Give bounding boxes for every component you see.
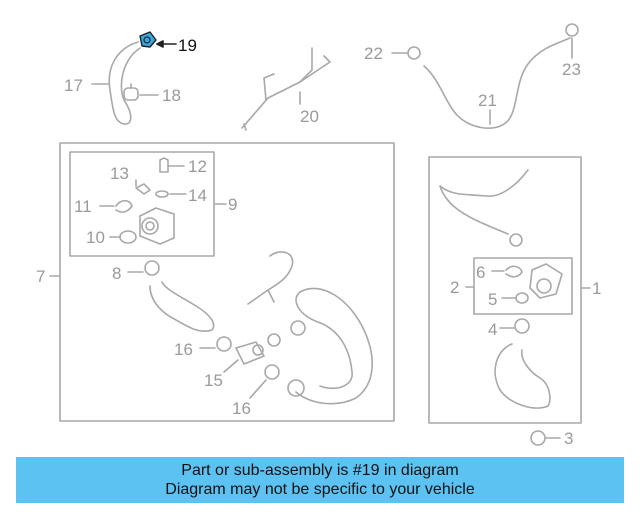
part-10-oring[interactable] [119,230,137,244]
part-16-clamp-b[interactable] [264,364,280,380]
hose-lower-left[interactable] [149,281,215,333]
callout-17: 17 [64,76,83,95]
part-5-oring[interactable] [515,292,529,304]
part-22-clamp[interactable] [407,46,421,60]
right-lower-hose[interactable] [494,343,551,409]
callout-3: 3 [564,429,573,448]
callout-13: 13 [110,164,129,183]
callout-12: 12 [188,157,207,176]
part-4-clamp[interactable] [514,318,530,334]
group-1-box [428,156,582,424]
callout-10: 10 [86,228,105,247]
part-9-outlet-housing[interactable] [139,207,175,245]
callout-16a: 16 [174,340,193,359]
caption-line-1: Part or sub-assembly is #19 in diagram [181,462,459,479]
callout-18: 18 [162,86,181,105]
callout-16b-leader [249,379,267,399]
callout-1: 1 [592,279,601,298]
callout-4: 4 [488,320,497,339]
callout-19: 19 [178,36,197,55]
callout-20: 20 [300,107,319,126]
callout-22: 22 [364,44,383,63]
callout-7: 7 [36,267,45,286]
part-15-union[interactable] [235,341,265,365]
callout-23: 23 [562,60,581,79]
callout-9: 9 [228,195,237,214]
group-7-box [59,142,395,422]
part-12-sensor[interactable] [159,157,169,173]
caption-banner: Part or sub-assembly is #19 in diagram D… [16,457,624,503]
callout-21: 21 [478,91,497,110]
part-20-bracket[interactable] [241,47,331,131]
parts-diagram: 19 17 18 20 22 21 23 13 12 14 11 9 10 7 … [36,23,601,448]
hose-large-right[interactable] [295,287,373,405]
part-16-clamp-a[interactable] [216,336,232,352]
part-3-clamp[interactable] [530,430,546,446]
callout-5: 5 [488,290,497,309]
callout-14: 14 [188,186,207,205]
callout-8: 8 [112,264,121,283]
part-13-clip[interactable] [135,183,151,195]
right-fitting[interactable] [509,233,523,247]
callout-15-leader [223,359,239,373]
part-8-clamp[interactable] [144,260,160,276]
part-21-hose[interactable] [423,37,571,129]
callout-11: 11 [74,197,92,216]
caption-line-2: Diagram may not be specific to your vehi… [165,481,475,498]
part-18-clamp[interactable] [123,83,139,101]
callout-6: 6 [476,263,485,282]
clamp-mid[interactable] [267,333,281,347]
clamp-right[interactable] [290,320,306,336]
group-2-box [473,257,573,315]
part-17-hose[interactable] [108,41,141,125]
part-23-clamp[interactable] [565,23,579,37]
hose-upper-right[interactable] [247,251,294,305]
callout-2: 2 [450,278,459,297]
part-6-clip[interactable] [505,265,523,278]
callout-16b: 16 [232,399,251,418]
fitting-large[interactable] [287,379,305,397]
right-pipe[interactable] [439,169,529,235]
thermostat-housing[interactable] [529,263,563,299]
callout-19-leader [156,40,177,48]
part-11-clip[interactable] [115,199,133,213]
callout-15: 15 [204,371,223,390]
part-19-clamp[interactable] [139,31,157,48]
part-14-oring[interactable] [155,190,169,198]
